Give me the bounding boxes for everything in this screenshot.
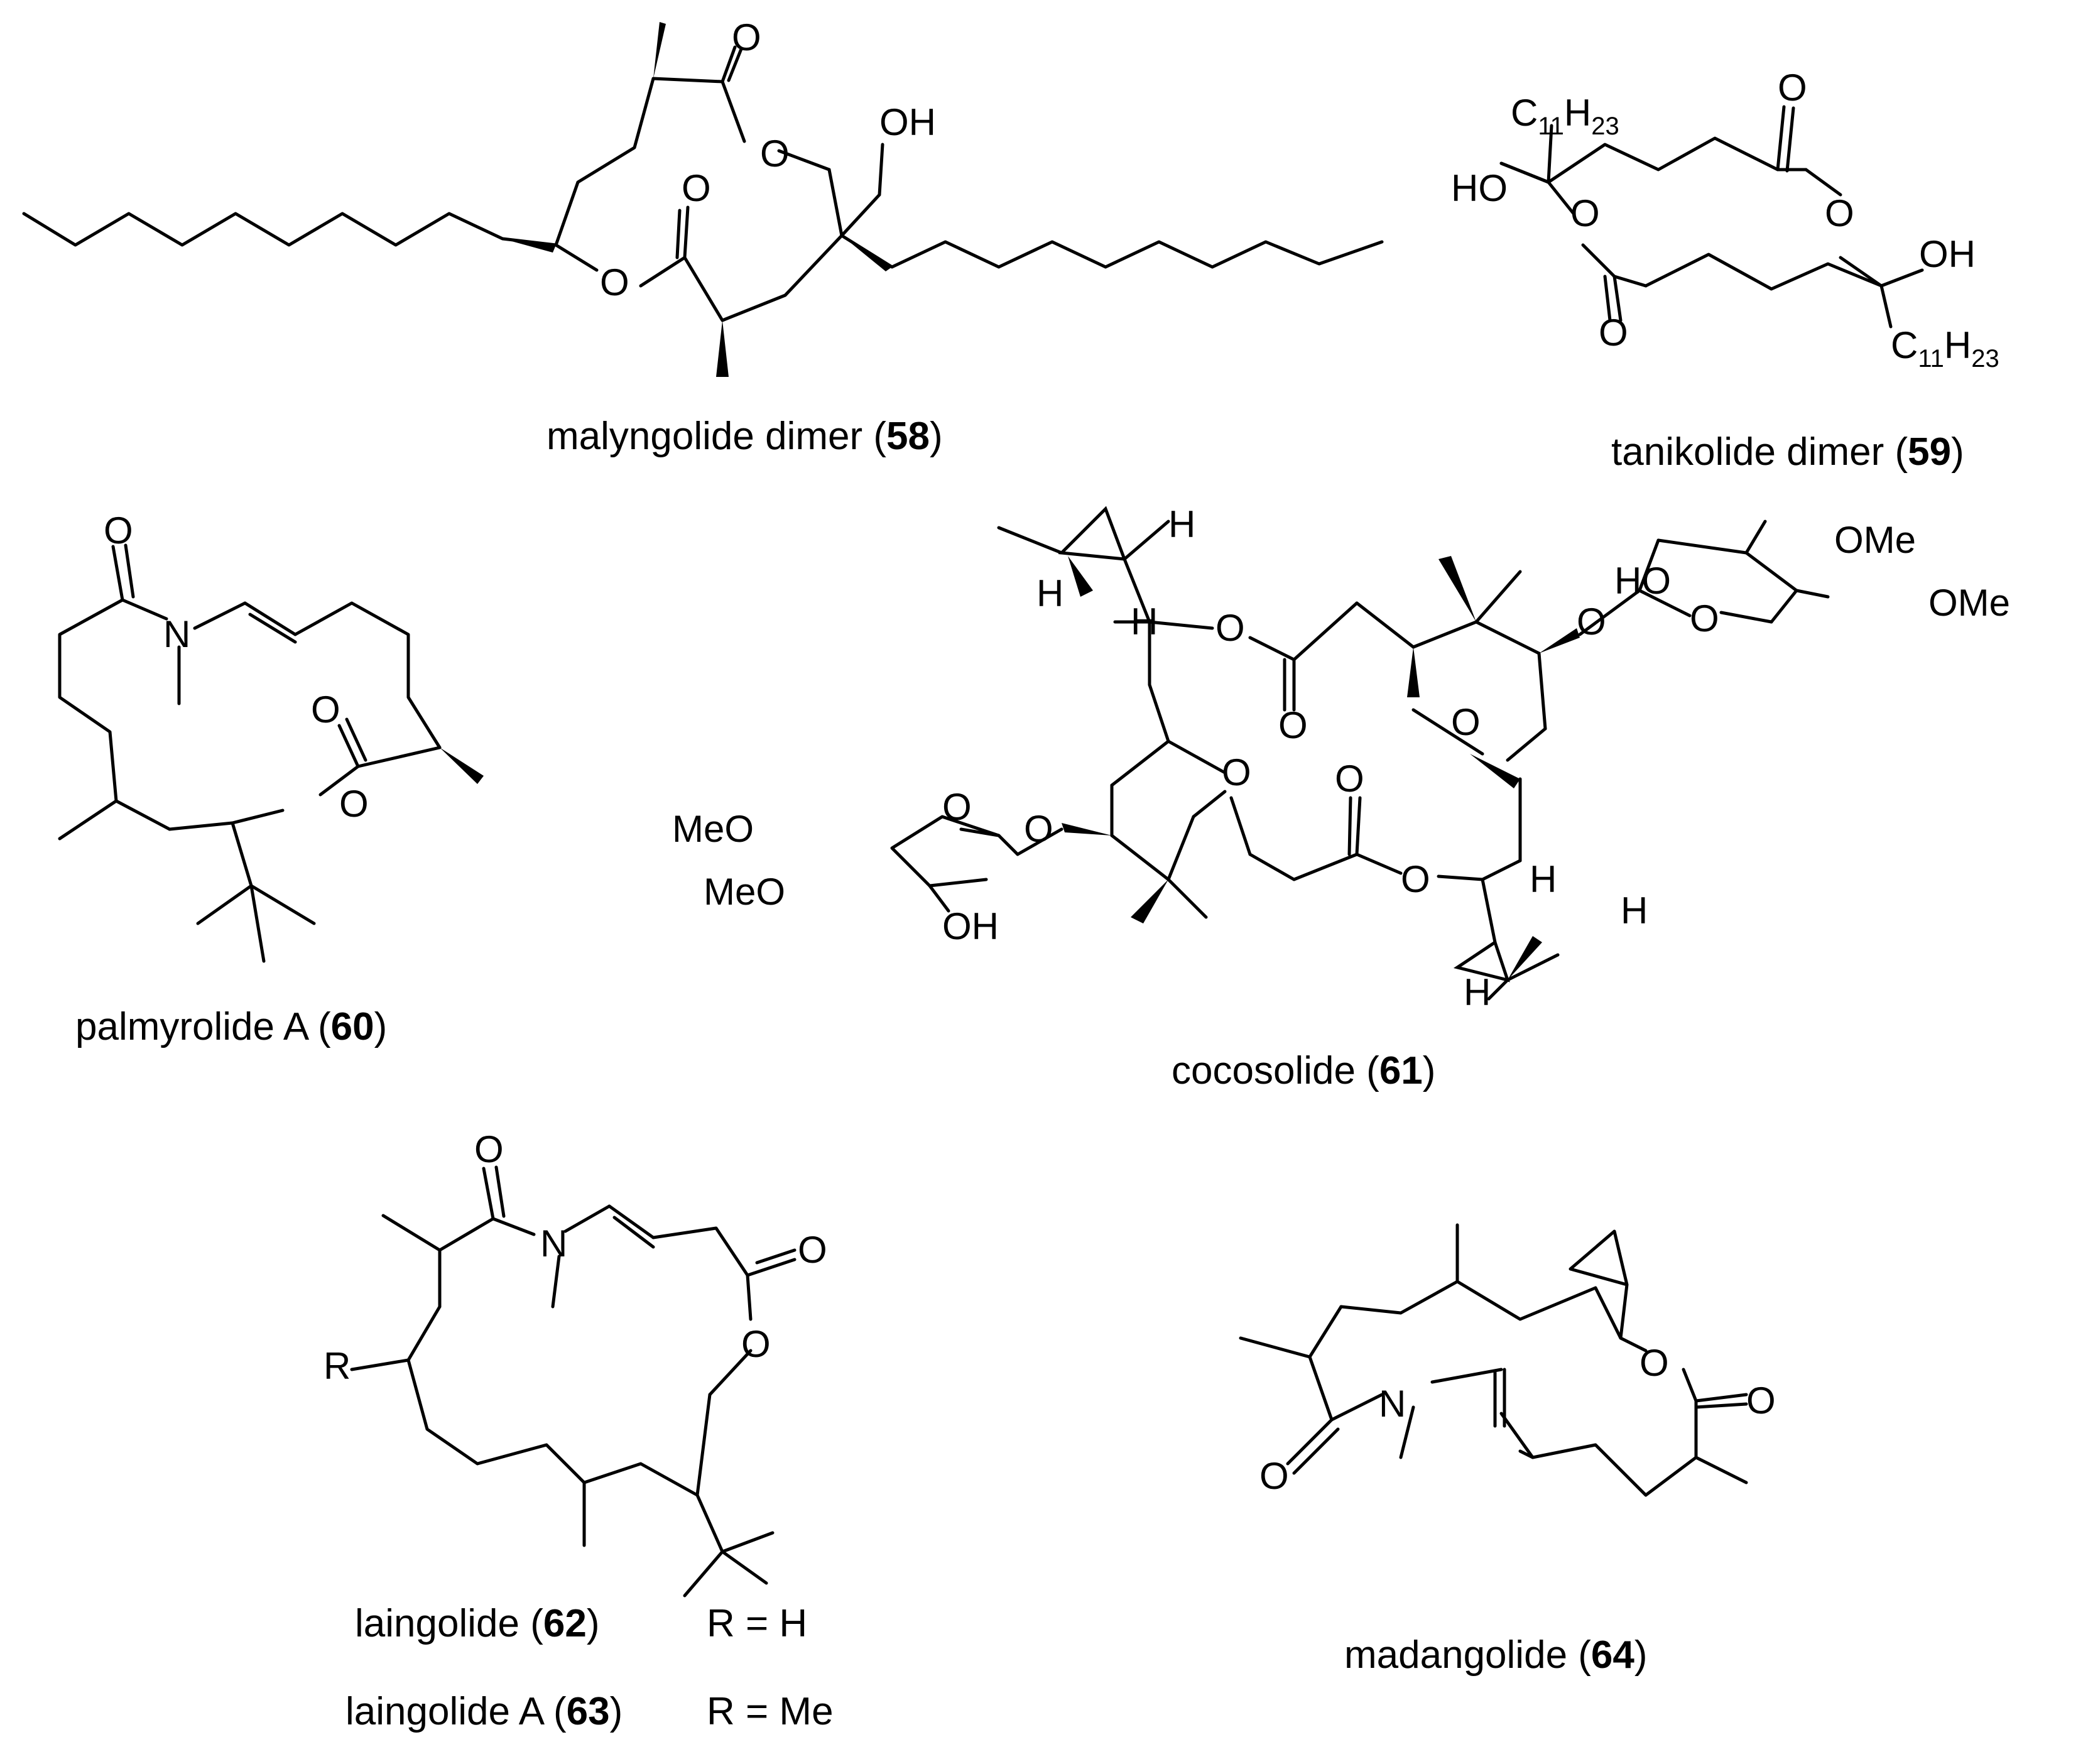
atom-o: O: [798, 1229, 827, 1271]
atom-o: O: [1825, 192, 1854, 234]
atom-o: O: [1746, 1380, 1776, 1422]
atom-o: O: [942, 786, 972, 828]
atom-meo: MeO: [704, 871, 785, 913]
atom-o: O: [104, 509, 133, 552]
atom-o: O: [339, 783, 369, 825]
atom-o: O: [1215, 607, 1245, 649]
caption-63: laingolide A (63): [345, 1690, 623, 1733]
atom-h: H: [1621, 890, 1648, 932]
atom-o: O: [1335, 758, 1364, 800]
atom-o: O: [732, 16, 761, 58]
r-group-62: R = H: [707, 1602, 807, 1645]
structure-60: O N O O palmyrolide A (60): [58, 509, 484, 1048]
structure-62-63: O N O O R laingolide (62) R = H laingoli…: [324, 1128, 834, 1733]
atom-h: H: [1530, 858, 1557, 900]
atom-o: O: [682, 167, 711, 209]
atom-meo: MeO: [672, 808, 754, 850]
atom-o: O: [1639, 1342, 1669, 1384]
atom-n: N: [1379, 1383, 1406, 1425]
structure-59: C11H23 HO O O O OH O C11H23 tanikolide d…: [1451, 67, 1999, 474]
caption-58: malyngolide dimer (58): [546, 415, 943, 458]
structure-58: O O OH O O malyngolide dimer (58): [22, 16, 1384, 458]
atom-oh: OH: [879, 101, 936, 143]
atom-h: H: [1168, 503, 1195, 545]
r-group-63: R = Me: [707, 1690, 834, 1733]
atom-oh: OH: [942, 905, 999, 947]
atom-o: O: [1451, 701, 1481, 743]
atom-o: O: [1401, 858, 1430, 900]
atom-h: H: [1464, 971, 1491, 1013]
atom-o: O: [1278, 704, 1308, 746]
atom-c11h23: C11H23: [1891, 324, 1999, 373]
caption-62: laingolide (62): [355, 1602, 599, 1645]
atom-o: O: [1259, 1455, 1289, 1497]
atom-o: O: [311, 689, 340, 731]
atom-c11h23: C11H23: [1511, 92, 1619, 140]
atom-n: N: [540, 1222, 567, 1265]
structure-64: O O N O madangolide (64): [1239, 1223, 1776, 1677]
atom-o: O: [741, 1323, 771, 1365]
caption-59: tanikolide dimer (59): [1611, 430, 1964, 474]
caption-60: palmyrolide A (60): [75, 1005, 387, 1048]
atom-o: O: [1599, 312, 1628, 354]
atom-o: O: [1222, 751, 1251, 793]
caption-64: madangolide (64): [1344, 1633, 1648, 1677]
atom-r: R: [324, 1345, 351, 1387]
atom-o: O: [1024, 808, 1053, 850]
atom-h: H: [1131, 601, 1158, 643]
atom-o: O: [1577, 601, 1606, 643]
atom-o: O: [1778, 67, 1807, 109]
atom-oh: OH: [1919, 233, 1976, 275]
atom-o: O: [600, 261, 629, 303]
atom-o: O: [760, 133, 790, 175]
structure-61: H H H O O O O HO O OMe OMe O O O H H H O…: [672, 503, 2010, 1092]
caption-61: cocosolide (61): [1172, 1049, 1435, 1092]
atom-o: O: [1570, 192, 1600, 234]
atom-o: O: [1690, 597, 1719, 640]
atom-h: H: [1036, 572, 1063, 614]
atom-n: N: [163, 613, 190, 655]
atom-ho: HO: [1451, 167, 1508, 209]
atom-ome: OMe: [1928, 582, 2010, 624]
atom-ho: HO: [1614, 560, 1671, 602]
atom-ome: OMe: [1834, 519, 1916, 561]
atom-o: O: [474, 1128, 504, 1170]
